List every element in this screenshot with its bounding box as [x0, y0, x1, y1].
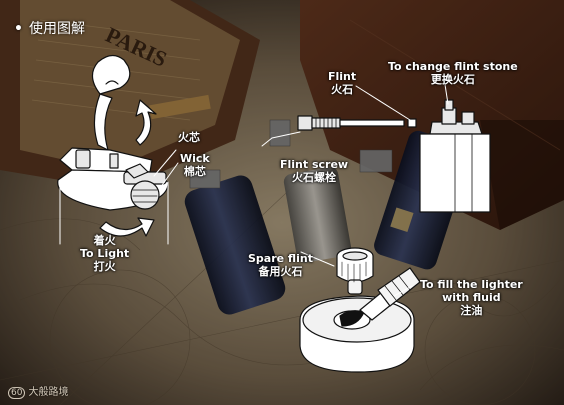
lighter-insert-illustration: [419, 99, 491, 213]
spare-flint-en: Spare flint: [248, 252, 313, 265]
to-light-cn2: 打火: [93, 260, 116, 273]
flint-label-en: Flint: [328, 70, 357, 83]
to-light-label: 着火 To Light 打火: [80, 234, 129, 273]
strike-arrow-icon: [99, 217, 155, 237]
flint-screw-cn: 火石螺栓: [292, 171, 337, 184]
fill-fluid-label: To fill the lighter with fluid 注油: [420, 278, 523, 317]
change-flint-label: To change flint stone 更换火石: [388, 60, 518, 86]
open-lid-arrow-icon: [135, 99, 157, 146]
spare-flint-label: Spare flint 备用火石: [248, 252, 313, 278]
title-text: 使用图解: [28, 21, 85, 37]
to-light-cn: 着火: [93, 234, 116, 247]
fill-fluid-en-2: with fluid: [442, 291, 501, 304]
change-flint-cn: 更换火石: [430, 73, 475, 86]
brand-name: 大般路境: [28, 387, 69, 398]
flint-screw-label: Flint screw 火石螺栓: [280, 158, 348, 184]
page-title: • 使用图解: [14, 18, 85, 38]
flint-screw-en: Flint screw: [280, 158, 349, 171]
wick-label-group: Wick 棉芯: [180, 152, 210, 178]
lighter-lid-open-illustration: [57, 54, 169, 211]
change-flint-en: To change flint stone: [388, 60, 518, 73]
flint-label: Flint 火石: [328, 70, 356, 96]
brand-logo-icon: 60: [8, 387, 26, 399]
fill-fluid-illustration: [299, 267, 421, 373]
fill-fluid-cn: 注油: [460, 304, 483, 317]
spare-flint-cn: 备用火石: [258, 265, 303, 278]
flint-label-cn: 火石: [331, 83, 354, 96]
to-light-en: To Light: [80, 247, 130, 260]
wick-label-en: Wick: [180, 152, 210, 165]
spare-flint-cap-illustration: [336, 247, 374, 295]
flint-screw-illustration: [297, 115, 417, 131]
title-bullet: •: [14, 21, 23, 37]
wick-label-cn: 火芯: [178, 131, 200, 144]
wick-label: 火芯: [178, 131, 200, 144]
fill-fluid-en-1: To fill the lighter: [420, 278, 523, 291]
wick-label-cn2: 棉芯: [183, 165, 206, 178]
